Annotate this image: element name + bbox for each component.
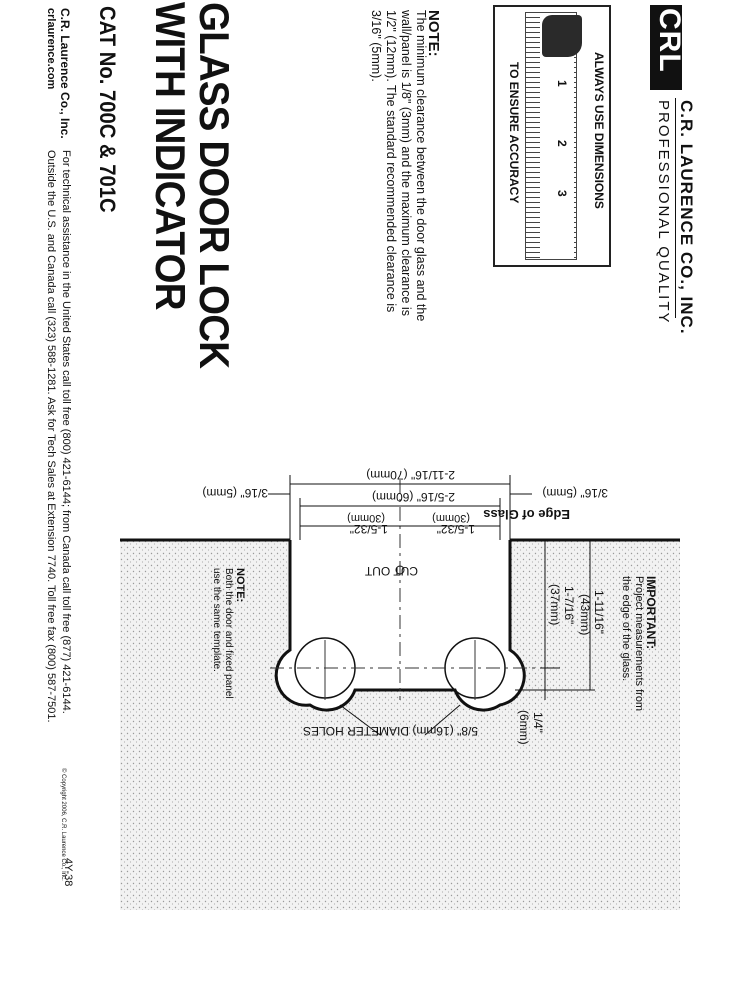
- dim-hole-offset-mm-label: (6mm): [517, 710, 531, 745]
- dim-half-a-label: 1-5/32": [436, 522, 475, 536]
- diagram-note-line-2: use the same template.: [211, 568, 222, 672]
- cut-out-marker: [395, 565, 405, 575]
- dim-center-label: 1-7/16": [562, 586, 576, 625]
- brand-rule: [675, 98, 676, 318]
- edge-of-glass-label: Edge of Glass: [483, 507, 570, 522]
- important-heading: IMPORTANT:: [644, 576, 658, 650]
- hole-leader-b: [424, 704, 461, 736]
- hole-note-label: 5/8" (16mm) DIAMETER HOLES: [303, 724, 478, 738]
- dim-half-a-mm-label: (30mm): [432, 512, 470, 524]
- cutout-outline: [274, 540, 526, 712]
- dim-depth-mm-label: (43mm): [578, 594, 592, 636]
- dim-center-mm-label: (37mm): [548, 584, 562, 626]
- dim-hole-offset-label: 1/4": [531, 712, 545, 733]
- important-line-2: the edge of the glass.: [620, 576, 632, 682]
- dim-side-b-label: 3/16" (5mm): [202, 486, 268, 500]
- dim-inner-label: 2-5/16" (60mm): [372, 490, 455, 504]
- dim-half-b-mm-label: (30mm): [347, 512, 385, 524]
- diagram-note-line-1: Both the door and fixed panel: [223, 568, 234, 699]
- important-line-1: Project measurements from: [633, 576, 645, 712]
- dim-overall-label: 2-11/16" (70mm): [366, 468, 455, 482]
- dim-depth-label: 1-11/16": [592, 590, 606, 635]
- caliper-icon: [542, 15, 582, 57]
- cut-out-label: CUT OUT: [364, 564, 418, 578]
- dim-half-b-label: 1-5/32": [349, 522, 388, 536]
- diagram-note-heading: NOTE:: [234, 568, 246, 603]
- glass-panel: [120, 540, 680, 910]
- hole-leader-a: [339, 704, 381, 736]
- crl-logo: [650, 5, 682, 90]
- dim-side-a-label: 3/16" (5mm): [542, 486, 608, 500]
